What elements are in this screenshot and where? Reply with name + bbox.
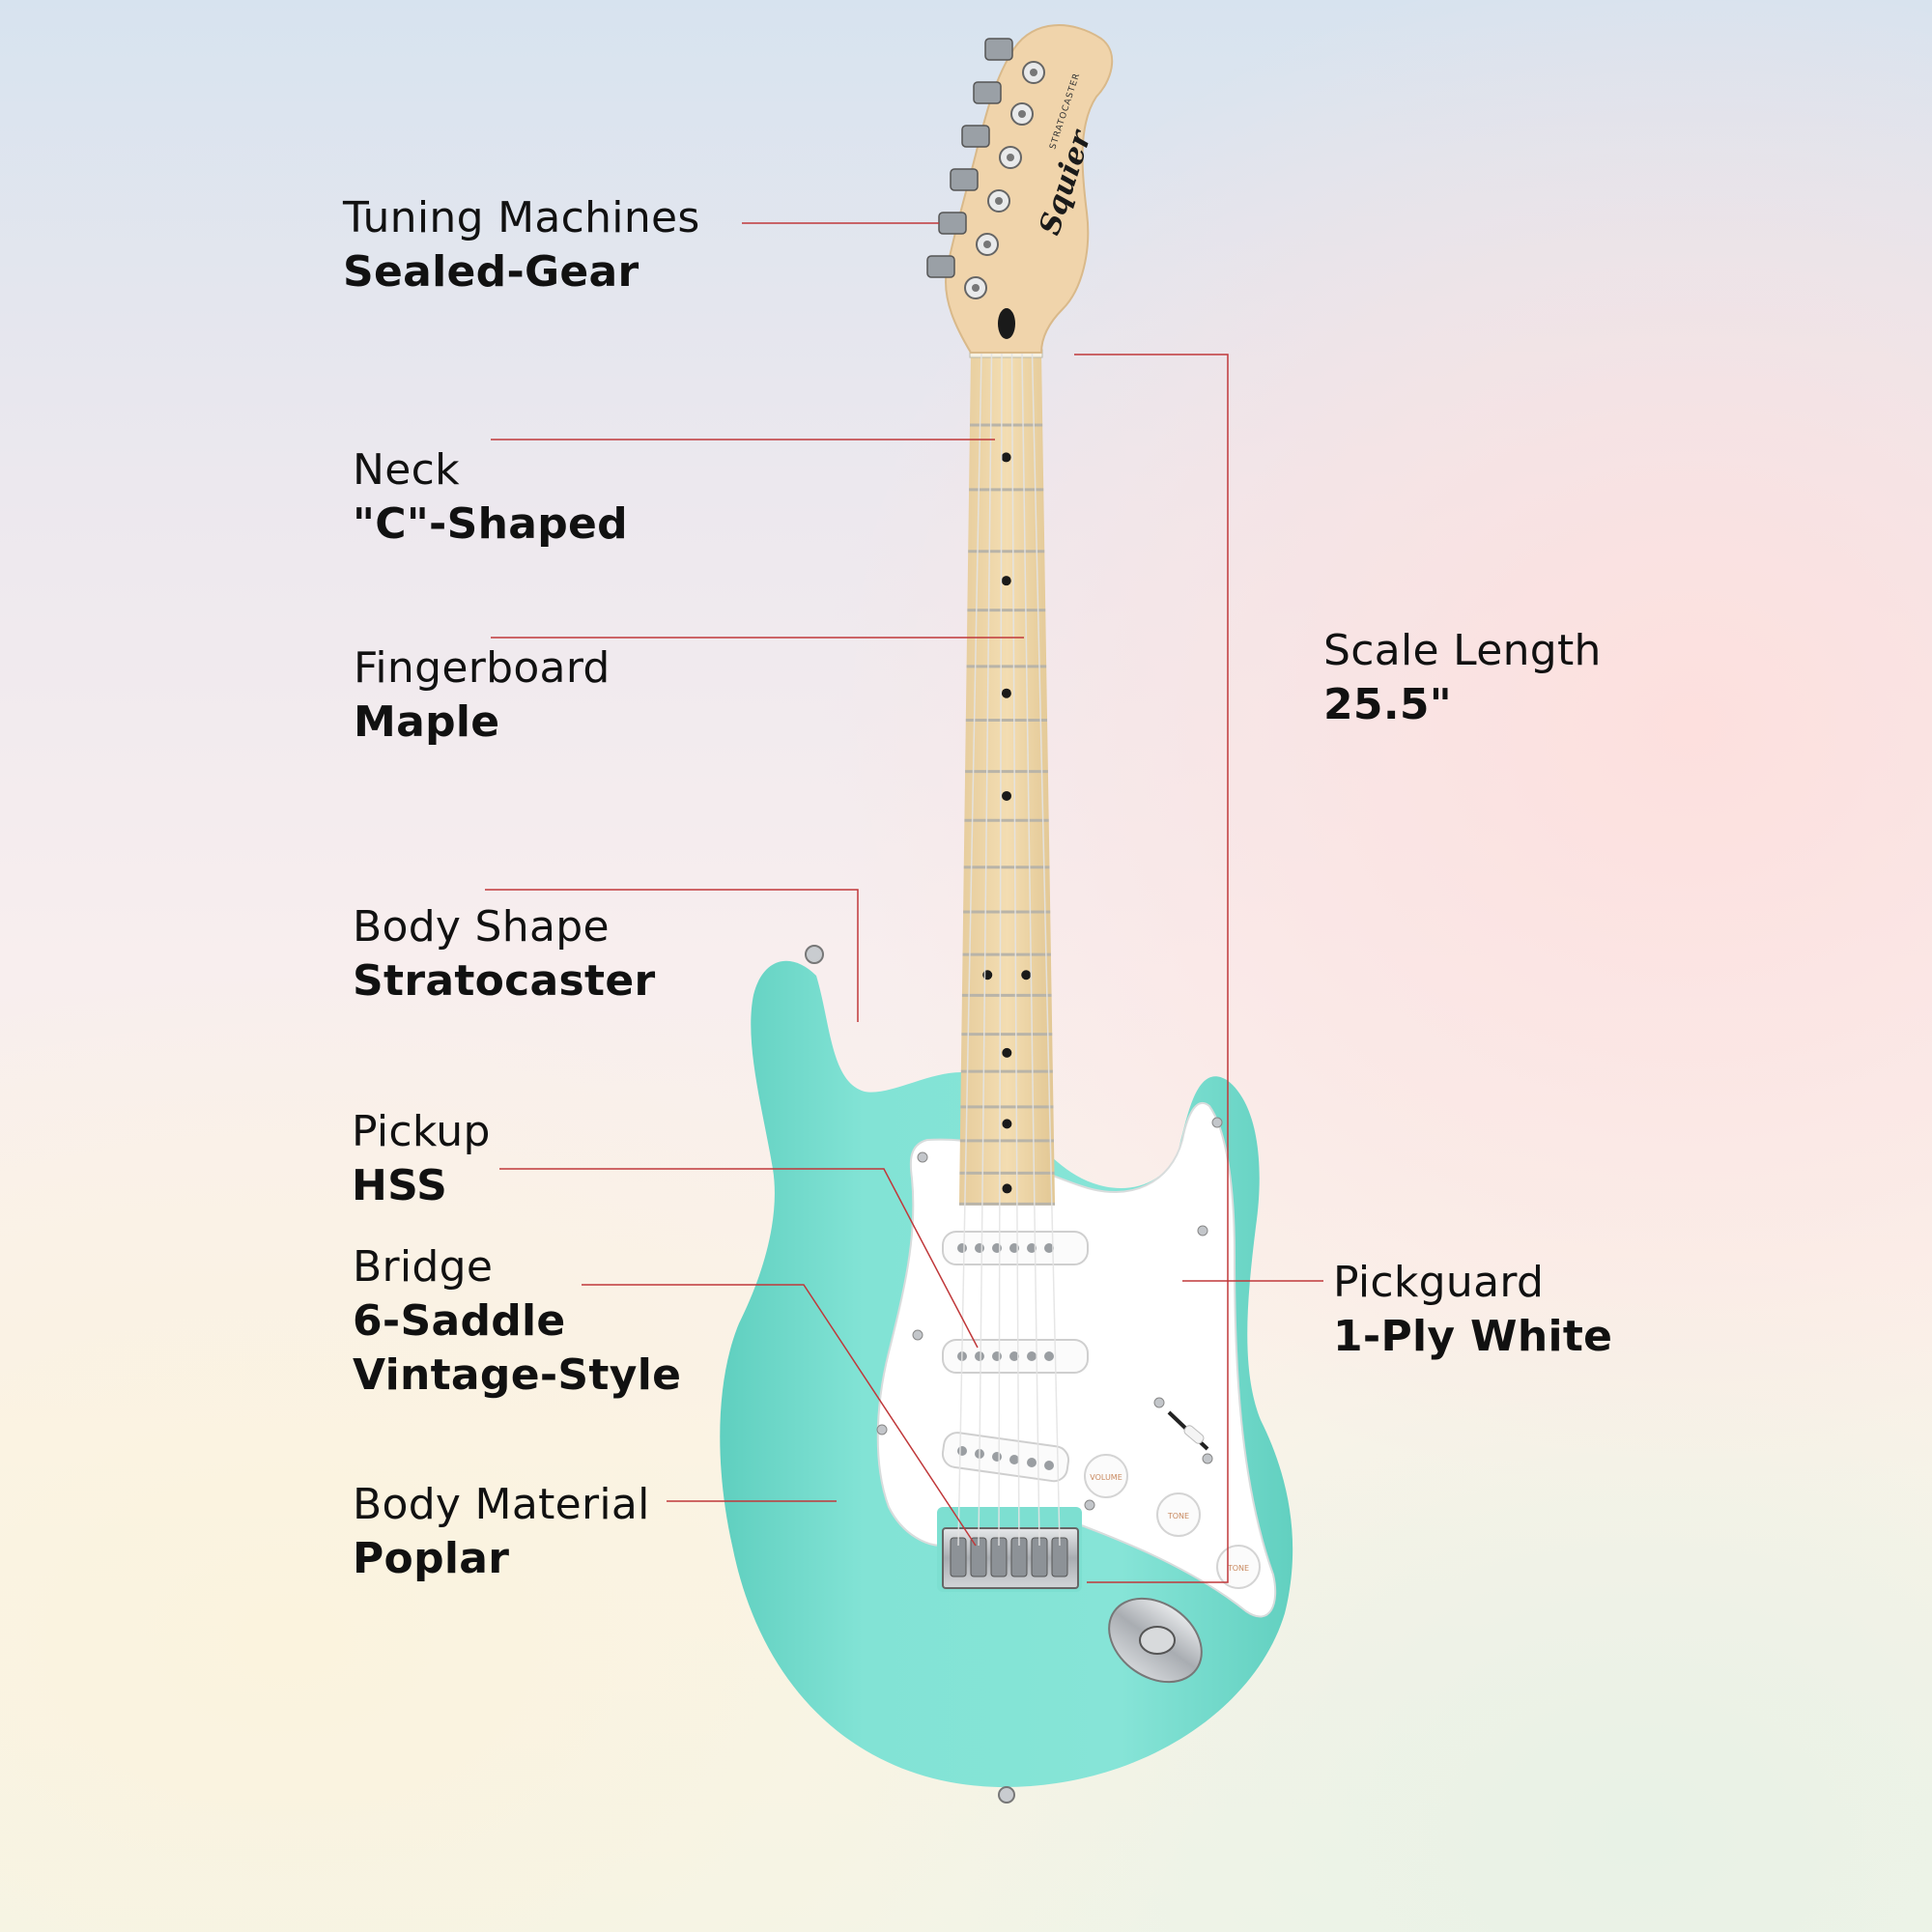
svg-text:VOLUME: VOLUME [1090, 1473, 1122, 1482]
bridge [937, 1507, 1082, 1592]
spec-value: 1-Ply White [1333, 1312, 1613, 1361]
truss-rod-slot [998, 308, 1015, 339]
spec-value: HSS [352, 1161, 448, 1210]
spec-name: Pickup [352, 1107, 491, 1156]
fret-marker [1001, 576, 1011, 586]
spec-name: Body Shape [353, 902, 610, 952]
spec-fingerboard: Fingerboard Maple [354, 641, 611, 750]
spec-name: Neck [353, 445, 460, 495]
spec-value: 25.5" [1323, 680, 1452, 729]
spec-bridge: Bridge 6-Saddle Vintage-Style [353, 1240, 681, 1403]
fret-marker [1002, 1047, 1012, 1058]
leader-pickup [499, 1168, 979, 1349]
spec-value: Maple [354, 697, 500, 747]
fret-marker [1002, 1119, 1012, 1129]
spec-value: Sealed-Gear [343, 247, 639, 297]
tone-knob-1: TONE [1156, 1492, 1201, 1537]
string [1031, 353, 1061, 1547]
frets [958, 423, 1056, 1206]
fret-marker [1001, 688, 1011, 698]
spec-body-shape: Body Shape Stratocaster [353, 900, 656, 1009]
string [957, 353, 982, 1547]
spec-pickup: Pickup HSS [352, 1105, 491, 1213]
leader-lines [485, 222, 1323, 1583]
spec-value: Stratocaster [353, 956, 656, 1006]
svg-text:TONE: TONE [1227, 1564, 1249, 1573]
volume-knob: VOLUME [1084, 1454, 1128, 1498]
spec-tuning-machines: Tuning Machines Sealed-Gear [343, 191, 700, 299]
output-jack [1108, 1597, 1203, 1684]
leader-scale-length [1074, 354, 1229, 1583]
string [1021, 353, 1040, 1547]
spec-pickguard: Pickguard 1-Ply White [1333, 1256, 1612, 1364]
leader-body-shape [485, 889, 859, 1022]
spec-scale-length: Scale Length 25.5" [1323, 624, 1602, 732]
leader-bridge [582, 1284, 977, 1547]
spec-name: Scale Length [1323, 626, 1602, 675]
pickup-bridge [941, 1432, 1070, 1483]
strap-button-bottom [998, 1786, 1015, 1804]
spec-body-material: Body Material Poplar [353, 1478, 650, 1586]
spec-name: Fingerboard [354, 643, 611, 693]
spec-name: Pickguard [1333, 1258, 1545, 1307]
strings [957, 353, 1061, 1547]
string [998, 353, 1003, 1547]
fret-marker [1002, 1183, 1012, 1194]
pickup-middle [942, 1339, 1089, 1374]
spec-name: Tuning Machines [343, 193, 700, 242]
spec-name: Body Material [353, 1480, 650, 1529]
string [1010, 353, 1020, 1547]
tuning-machines [926, 38, 1045, 299]
spec-value: Poplar [353, 1534, 510, 1583]
fret-marker [1002, 790, 1012, 801]
spec-value-line2: Vintage-Style [353, 1350, 682, 1400]
pickguard-screws [876, 1117, 1235, 1629]
fret-marker-double [1021, 970, 1032, 980]
spec-value-line1: 6-Saddle [353, 1296, 566, 1346]
spec-neck: Neck "C"-Shaped [353, 443, 628, 552]
svg-text:TONE: TONE [1167, 1512, 1189, 1520]
spec-name: Bridge [353, 1242, 494, 1292]
strap-button [805, 945, 824, 964]
fret-marker [1001, 452, 1011, 463]
spec-value: "C"-Shaped [353, 499, 628, 549]
string [978, 353, 993, 1547]
pickup-selector-switch [1167, 1410, 1209, 1451]
